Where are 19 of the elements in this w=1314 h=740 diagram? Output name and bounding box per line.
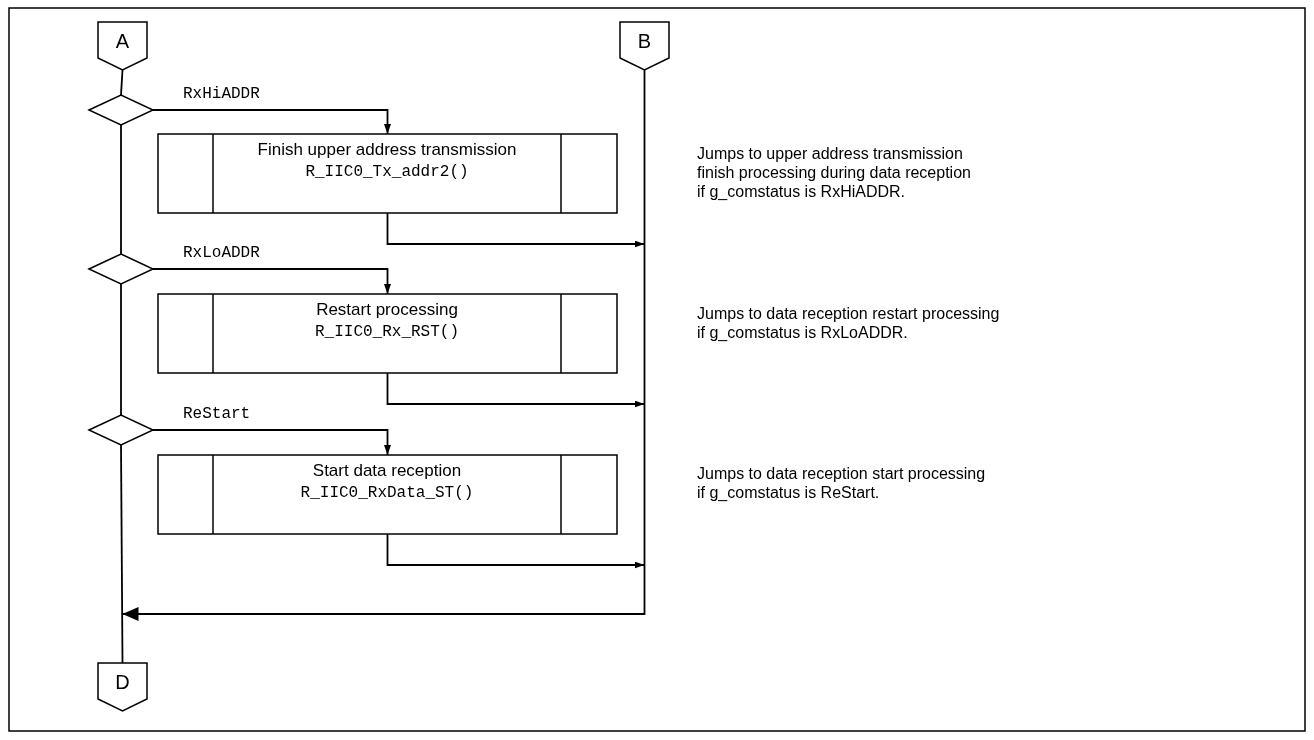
- connector-arrow: [386, 372, 646, 408]
- connector-arrow: [152, 109, 391, 135]
- annotation-note: Jumps to upper address transmission finish processing during data reception if g_comstatus is RxHiADDR.: [697, 144, 972, 201]
- function-name: R_IIC0_RxData_ST(): [299, 483, 475, 503]
- connector-arrow: [386, 533, 646, 569]
- connector-arrow: [121, 69, 646, 621]
- process-title: Start data reception: [311, 461, 463, 481]
- process-title: Restart processing: [315, 300, 459, 320]
- connector-label: A: [114, 31, 131, 51]
- connector-arrow: [152, 429, 391, 456]
- annotation-note: Jumps to data reception restart processing if g_comstatus is RxLoADDR.: [697, 304, 1001, 342]
- function-name: R_IIC0_Rx_RST(): [314, 322, 460, 342]
- connector-label: B: [636, 31, 653, 51]
- connector-label: D: [114, 672, 131, 692]
- connector-arrow: [152, 268, 391, 295]
- process-title: Finish upper address transmission: [256, 140, 518, 160]
- connector-arrow: [386, 212, 646, 248]
- annotation-note: Jumps to data reception start processing if g_comstatus is ReStart.: [697, 464, 987, 502]
- function-name: R_IIC0_Tx_addr2(): [304, 162, 470, 182]
